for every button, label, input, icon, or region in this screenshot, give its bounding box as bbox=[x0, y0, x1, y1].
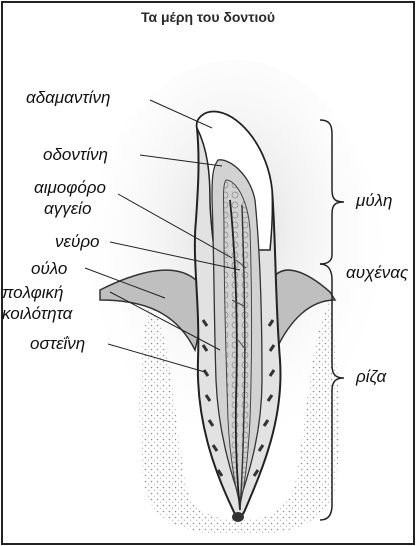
label-root: ρίζα bbox=[356, 367, 386, 387]
label-pulp-cavity-line2: κοιλότητα bbox=[2, 304, 72, 324]
root-apex bbox=[232, 512, 244, 522]
label-enamel: αδαμαντίνη bbox=[26, 88, 110, 108]
label-blood-vessel-line2: αγγείο bbox=[44, 199, 91, 219]
label-crown: μύλη bbox=[356, 191, 392, 211]
label-cementum: οστεΐνη bbox=[30, 334, 85, 354]
label-gum: ούλο bbox=[31, 259, 67, 279]
label-pulp-cavity-line1: πολφική bbox=[2, 283, 63, 303]
label-blood-vessel-line1: αιμοφόρο bbox=[34, 178, 106, 198]
diagram-title: Τα μέρη του δοντιού bbox=[0, 9, 416, 25]
label-neck: αυχένας bbox=[346, 263, 416, 283]
label-dentin: οδοντίνη bbox=[43, 145, 108, 165]
label-nerve: νεύρο bbox=[55, 232, 100, 252]
